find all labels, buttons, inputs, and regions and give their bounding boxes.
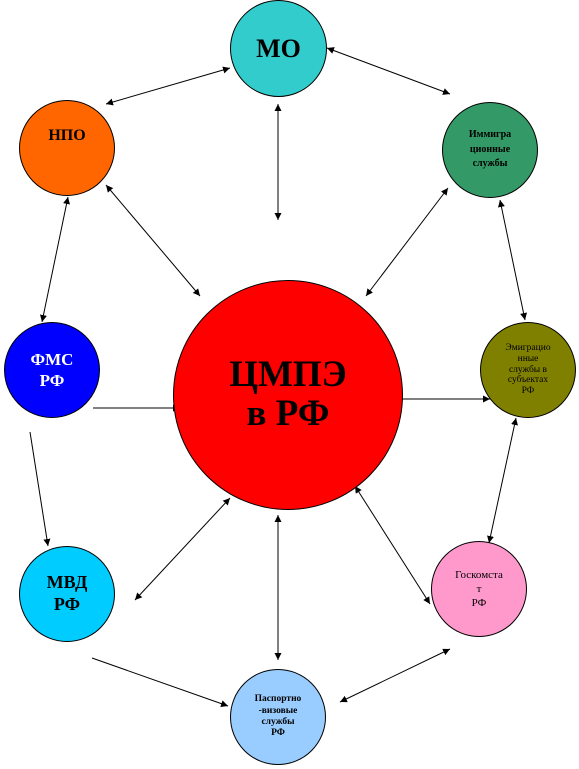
node-emigration-label-line: Эмиграцио (505, 342, 551, 353)
node-mvd-label-line: МВД (46, 572, 88, 593)
node-mo-label: МО (256, 34, 301, 64)
node-center-label-line: в РФ (246, 393, 330, 434)
link-mvd-passport (91, 657, 229, 707)
node-immigration-label-line: ционные (469, 143, 511, 155)
node-npo-label-line: НПО (48, 127, 86, 144)
node-mo-label-line: МО (256, 33, 301, 63)
node-immigration: Иммигра ционные службы (442, 102, 538, 198)
node-emigration-label-line: службы в (508, 364, 548, 375)
node-fms: ФМС РФ (4, 322, 100, 418)
node-passport-label-line: -визовые (258, 705, 298, 716)
node-immigration-label: Иммигра ционные службы (469, 128, 511, 172)
node-npo-label: НПО (48, 127, 85, 145)
link-npo-mo (105, 66, 231, 106)
node-passport-label-line: службы (261, 717, 295, 727)
node-mo: МО (230, 0, 327, 97)
node-goskomstat-label-line: т (476, 582, 482, 595)
link-npo-fms (39, 196, 71, 323)
link-center-goskomstat (354, 485, 431, 605)
node-mvd-label-line: РФ (53, 594, 81, 614)
node-immigration-label-line: Иммигра (468, 129, 512, 141)
link-mo-immigration (326, 47, 451, 95)
node-fms-label-line: ФМС (30, 349, 74, 369)
link-npo-center (105, 184, 201, 297)
link-immigration-center (365, 187, 449, 297)
node-goskomstat-label-line: РФ (471, 597, 487, 610)
node-npo: НПО (19, 100, 115, 196)
node-passport-label-line: РФ (271, 728, 285, 739)
link-emigration-goskomstat (487, 417, 518, 544)
link-fms-mvd (29, 431, 51, 547)
node-emigration-label-line: нные (517, 353, 539, 364)
link-center-mvd (134, 497, 231, 601)
node-immigration-label-line: службы (472, 158, 508, 170)
node-fms-label-line: РФ (39, 371, 65, 390)
node-fms-label: ФМС РФ (31, 349, 74, 392)
node-emigration-label-line: субъектах (507, 375, 549, 386)
link-immigration-emigration (498, 199, 527, 321)
link-passport-goskomstat (339, 648, 451, 703)
node-emigration-label-line: РФ (521, 386, 535, 397)
node-goskomstat-label-line: Госкомста (455, 568, 503, 581)
node-center-label-line: ЦМПЭ (229, 354, 347, 396)
node-passport-label-line: Паспортно (254, 694, 302, 705)
